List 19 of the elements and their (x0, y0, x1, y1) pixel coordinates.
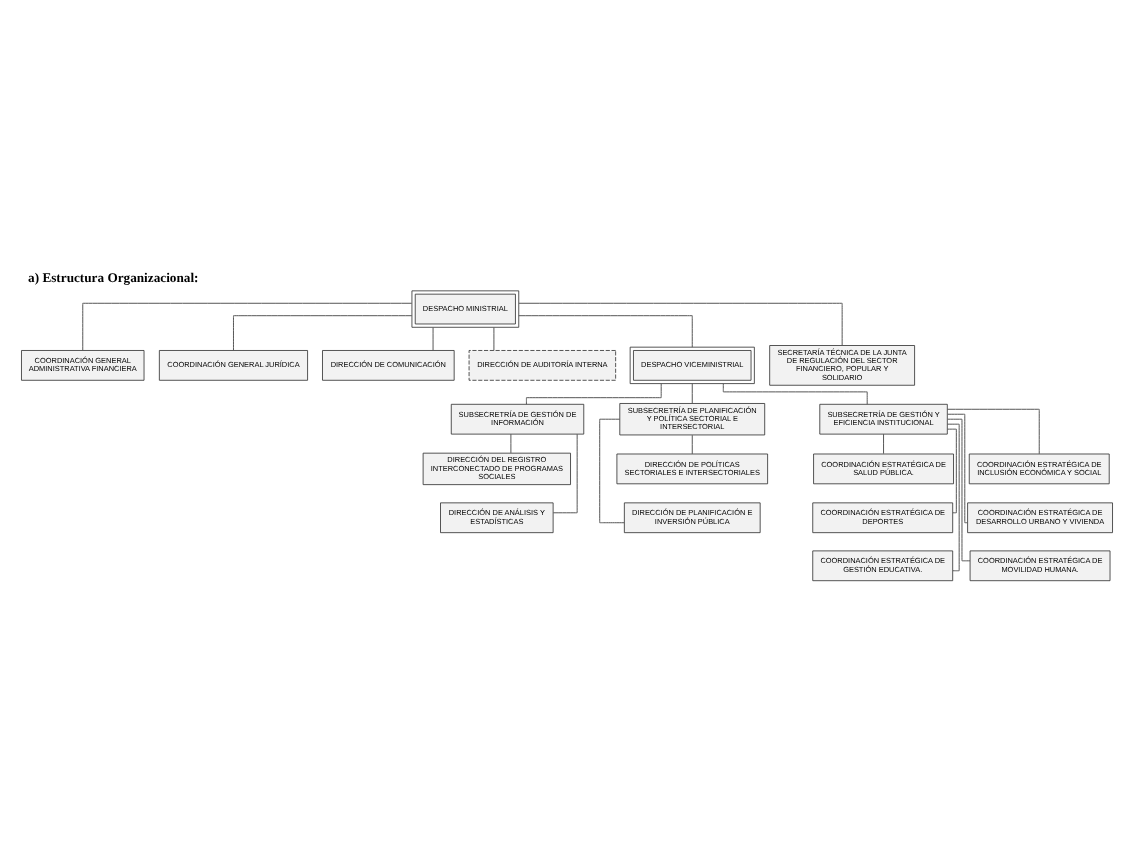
connector (518, 302, 843, 346)
connector (82, 302, 413, 351)
connector (946, 423, 960, 572)
connector (883, 433, 885, 455)
connector (599, 418, 625, 524)
connector (493, 327, 495, 351)
connector (432, 327, 434, 351)
connector (525, 383, 662, 405)
connector (947, 413, 968, 524)
connector (232, 315, 413, 351)
connector (518, 315, 693, 348)
connector (946, 408, 1040, 455)
connector (691, 434, 693, 455)
connector (947, 418, 971, 562)
connector (691, 383, 693, 404)
connector (722, 383, 868, 405)
connector (510, 433, 512, 454)
connector (552, 433, 578, 514)
connector (946, 428, 957, 514)
